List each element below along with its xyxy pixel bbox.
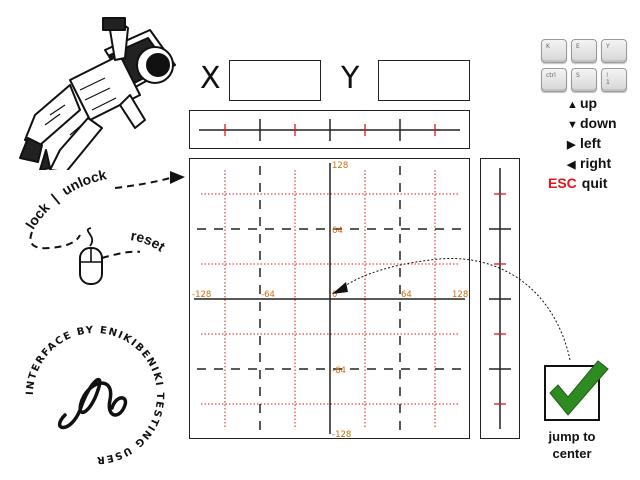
y-tick-label: 64 xyxy=(332,226,343,236)
svg-text:lock | unlock: lock | unlock xyxy=(22,166,108,231)
y-tick-label: 128 xyxy=(332,161,348,171)
svg-text:reset: reset xyxy=(130,230,169,255)
jump-to-center-label: jump to center xyxy=(548,429,596,461)
checkmark-icon xyxy=(549,360,609,416)
keyboard-icon: K E Y ctrl S ! 1 xyxy=(541,39,627,95)
legend-right: ◀right xyxy=(567,155,612,171)
x-tick-label: 0 xyxy=(332,290,337,300)
y-tick-label: -128 xyxy=(332,430,351,439)
vertical-scale[interactable] xyxy=(480,158,520,439)
key-s: S xyxy=(571,68,597,92)
astronaut-icon xyxy=(19,17,176,170)
mouse-icon xyxy=(79,227,103,285)
jump-arrow xyxy=(332,258,571,361)
y-tick-label: -64 xyxy=(332,366,346,376)
lock-label: lock xyxy=(22,199,53,232)
lock-unlock-hint: lock | unlock xyxy=(22,166,185,250)
down-arrow-icon: ▼ xyxy=(567,119,578,131)
key-ctrl: ctrl xyxy=(541,68,567,92)
jump-to-center-button[interactable] xyxy=(544,360,609,421)
up-arrow-icon: ▲ xyxy=(567,99,578,111)
x-tick-label: -128 xyxy=(192,290,211,300)
unlock-label: unlock xyxy=(59,166,108,198)
reset-hint: reset xyxy=(101,230,169,259)
y-coordinate-field[interactable] xyxy=(378,60,470,101)
x-tick-label: -64 xyxy=(261,290,275,300)
legend-down: ▼down xyxy=(567,115,617,131)
x-tick-label: 64 xyxy=(401,290,412,300)
esc-key-label: ESC xyxy=(548,175,577,191)
seal-logo: INTERFACE BY ENIKIBENIKI TESTING USER xyxy=(25,325,164,465)
left-pointer-icon: ▶ xyxy=(567,139,576,151)
x-coordinate-field[interactable] xyxy=(229,60,321,101)
legend-left: ▶left xyxy=(567,135,601,151)
key-1: ! 1 xyxy=(601,68,627,92)
key-y: Y xyxy=(601,39,627,63)
x-tick-label: 128 xyxy=(452,290,468,300)
right-pointer-icon: ◀ xyxy=(567,159,576,171)
horizontal-scale[interactable] xyxy=(189,110,470,149)
y-label: Y xyxy=(341,61,360,96)
key-e: E xyxy=(571,39,597,63)
coordinate-grid[interactable]: -128 -64 0 64 128 128 64 -64 -128 xyxy=(189,158,470,439)
key-k: K xyxy=(541,39,567,63)
legend-up: ▲up xyxy=(567,95,598,111)
x-label: X xyxy=(200,61,221,96)
reset-label: reset xyxy=(130,230,169,255)
